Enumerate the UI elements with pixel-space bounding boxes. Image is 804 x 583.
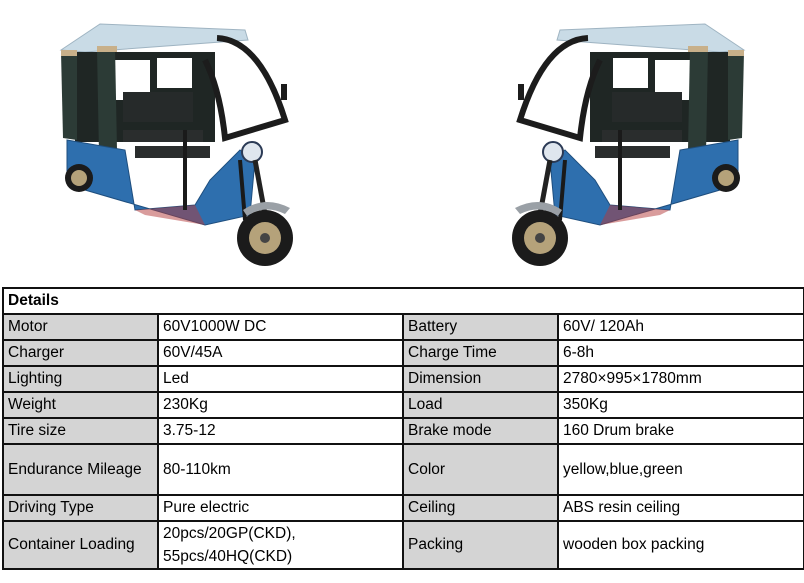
spec-label-color: Color xyxy=(402,443,559,496)
table-row: Driving Type Pure electric Ceiling ABS r… xyxy=(2,494,804,522)
spec-label-brake-mode: Brake mode xyxy=(402,417,559,445)
table-row: Motor 60V1000W DC Battery 60V/ 120Ah xyxy=(2,313,804,341)
spec-value-charger: 60V/45A xyxy=(157,339,404,367)
spec-value-container-loading: 20pcs/20GP(CKD), 55pcs/40HQ(CKD) xyxy=(157,520,404,570)
table-row: Charger 60V/45A Charge Time 6-8h xyxy=(2,339,804,367)
spec-value-ceiling: ABS resin ceiling xyxy=(556,494,804,522)
spec-value-load: 350Kg xyxy=(556,391,804,419)
spec-value-weight: 230Kg xyxy=(157,391,404,419)
spec-value-lighting: Led xyxy=(157,365,404,393)
spec-value-motor: 60V1000W DC xyxy=(157,313,404,341)
product-image-right xyxy=(500,0,750,275)
rickshaw-illustration xyxy=(59,23,293,266)
spec-value-battery: 60V/ 120Ah xyxy=(556,313,804,341)
spec-label-dimension: Dimension xyxy=(402,365,559,393)
spec-label-charge-time: Charge Time xyxy=(402,339,559,367)
spec-value-charge-time: 6-8h xyxy=(556,339,804,367)
table-row: Weight 230Kg Load 350Kg xyxy=(2,391,804,419)
spec-label-ceiling: Ceiling xyxy=(402,494,559,522)
spec-label-driving-type: Driving Type xyxy=(2,494,159,522)
spec-value-color: yellow,blue,green xyxy=(556,443,804,496)
table-title-row: Details xyxy=(1,287,804,315)
table-title: Details xyxy=(1,287,804,315)
spec-label-charger: Charger xyxy=(2,339,159,367)
spec-value-packing: wooden box packing xyxy=(556,520,804,570)
container-loading-line-2: 55pcs/40HQ(CKD) xyxy=(163,548,293,565)
product-image-left xyxy=(55,0,305,275)
spec-value-brake-mode: 160 Drum brake xyxy=(556,417,804,445)
spec-label-weight: Weight xyxy=(2,391,159,419)
spec-value-driving-type: Pure electric xyxy=(157,494,404,522)
table-row: Tire size 3.75-12 Brake mode 160 Drum br… xyxy=(2,417,804,445)
spec-label-endurance-mileage: Endurance Mileage xyxy=(2,443,159,496)
table-row: Container Loading 20pcs/20GP(CKD), 55pcs… xyxy=(2,520,804,570)
spec-label-motor: Motor xyxy=(2,313,159,341)
spec-label-tire-size: Tire size xyxy=(2,417,159,445)
spec-label-load: Load xyxy=(402,391,559,419)
table-row: Lighting Led Dimension 2780×995×1780mm xyxy=(2,365,804,393)
spec-value-tire-size: 3.75-12 xyxy=(157,417,404,445)
container-loading-line-1: 20pcs/20GP(CKD), xyxy=(163,525,296,542)
table-row: Endurance Mileage 80-110km Color yellow,… xyxy=(2,443,804,496)
spec-label-battery: Battery xyxy=(402,313,559,341)
specifications-table: Details Motor 60V1000W DC Battery 60V/ 1… xyxy=(1,287,804,570)
spec-label-container-loading: Container Loading xyxy=(2,520,159,570)
rickshaw-illustration xyxy=(512,23,746,266)
spec-label-packing: Packing xyxy=(402,520,559,570)
spec-label-lighting: Lighting xyxy=(2,365,159,393)
spec-value-dimension: 2780×995×1780mm xyxy=(556,365,804,393)
spec-value-endurance-mileage: 80-110km xyxy=(157,443,404,496)
